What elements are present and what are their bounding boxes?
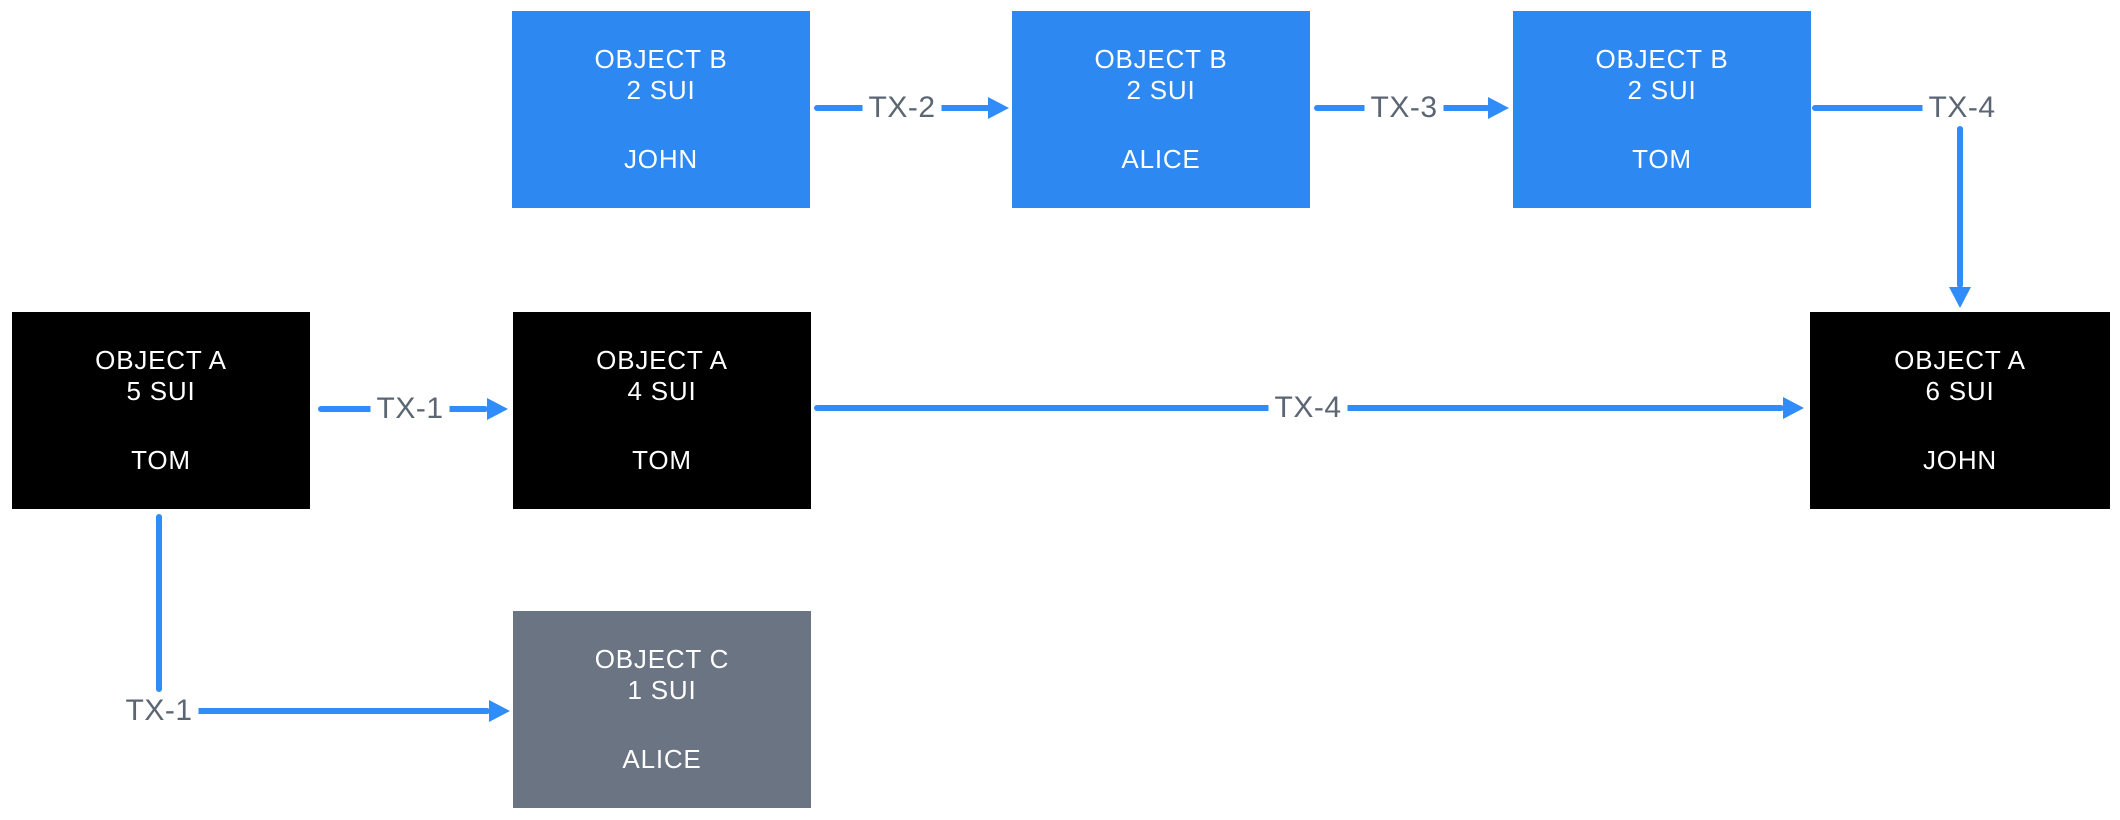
arrowhead-right-icon <box>988 97 1009 119</box>
object-name: OBJECT A <box>596 345 728 375</box>
object-amount: 5 SUI <box>126 376 196 406</box>
object-owner: TOM <box>1632 144 1692 174</box>
arrowhead-down-icon <box>1949 287 1971 308</box>
edge-label-tx1-mid: TX-1 <box>370 392 450 426</box>
arrowhead-right-icon <box>487 398 508 420</box>
object-owner: TOM <box>632 445 692 475</box>
object-name: OBJECT C <box>594 644 730 674</box>
edge-line-tx1-vertical <box>156 514 162 692</box>
edge-line-tx4-vertical <box>1957 126 1963 288</box>
node-object-c-alice: OBJECT C 1 SUI ALICE <box>513 611 811 808</box>
object-owner: ALICE <box>622 744 702 774</box>
object-name: OBJECT A <box>1894 345 2026 375</box>
node-object-b-tom: OBJECT B 2 SUI TOM <box>1513 11 1811 208</box>
edge-label-tx2: TX-2 <box>862 91 942 125</box>
edge-line-tx1-bottom <box>190 708 490 714</box>
object-owner: JOHN <box>1923 445 1997 475</box>
object-amount: 4 SUI <box>627 376 697 406</box>
object-amount: 2 SUI <box>626 75 696 105</box>
object-owner: ALICE <box>1121 144 1201 174</box>
object-amount: 6 SUI <box>1925 376 1995 406</box>
object-owner: TOM <box>131 445 191 475</box>
edge-line-tx4-top <box>1812 105 1930 111</box>
arrowhead-right-icon <box>1488 97 1509 119</box>
object-name: OBJECT B <box>1595 44 1729 74</box>
node-object-a-tom-4: OBJECT A 4 SUI TOM <box>513 312 811 509</box>
object-amount: 2 SUI <box>1126 75 1196 105</box>
edge-label-tx3: TX-3 <box>1364 91 1444 125</box>
edge-label-tx4-top: TX-4 <box>1922 91 2002 125</box>
arrowhead-right-icon <box>1783 397 1804 419</box>
node-object-b-john: OBJECT B 2 SUI JOHN <box>512 11 810 208</box>
object-name: OBJECT B <box>594 44 728 74</box>
node-object-b-alice: OBJECT B 2 SUI ALICE <box>1012 11 1310 208</box>
object-name: OBJECT B <box>1094 44 1228 74</box>
edge-label-tx4-mid: TX-4 <box>1268 391 1348 425</box>
node-object-a-john-6: OBJECT A 6 SUI JOHN <box>1810 312 2110 509</box>
object-amount: 2 SUI <box>1627 75 1697 105</box>
edge-label-tx1-bottom: TX-1 <box>119 694 199 728</box>
object-owner: JOHN <box>624 144 698 174</box>
object-name: OBJECT A <box>95 345 227 375</box>
node-object-a-tom-5: OBJECT A 5 SUI TOM <box>12 312 310 509</box>
arrowhead-right-icon <box>489 700 510 722</box>
object-amount: 1 SUI <box>627 675 697 705</box>
